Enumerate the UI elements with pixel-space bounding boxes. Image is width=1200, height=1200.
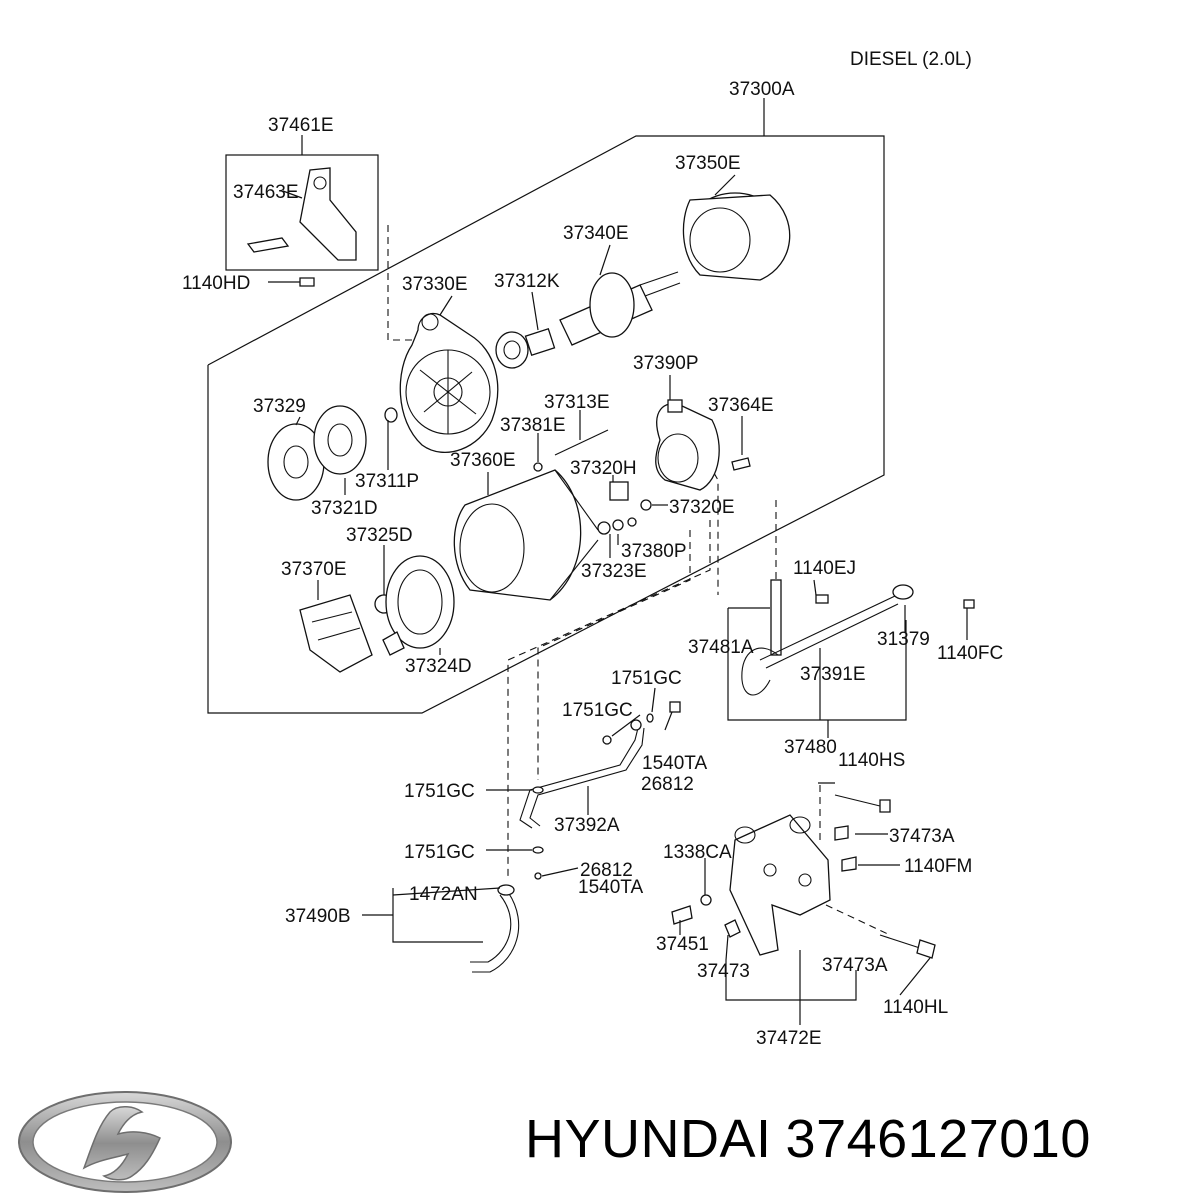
part-number: 3746127010: [785, 1109, 1091, 1169]
label-37451: 37451: [656, 934, 709, 955]
label-37300A: 37300A: [729, 79, 795, 100]
label-1140EJ: 1140EJ: [793, 558, 856, 579]
label-37390P: 37390P: [633, 353, 699, 374]
label-37330E: 37330E: [402, 274, 468, 295]
label-37325D: 37325D: [346, 525, 413, 546]
part-labels: 37300A 37461E 37463E 1140HD 37350E 37340…: [182, 79, 1003, 1049]
label-37329: 37329: [253, 396, 306, 417]
dashed-guides: [387, 225, 891, 936]
label-37360E: 37360E: [450, 450, 516, 471]
label-1338CA: 1338CA: [663, 842, 732, 863]
label-26812-a: 26812: [641, 774, 694, 795]
brush-assembly: [299, 555, 455, 673]
front-housing-pulley: [682, 192, 791, 281]
regulator-bracket: [655, 375, 751, 491]
label-37380P: 37380P: [621, 541, 687, 562]
label-37323E: 37323E: [581, 561, 647, 582]
rotor: [559, 271, 681, 346]
label-37321D: 37321D: [311, 498, 378, 519]
label-37473A-a: 37473A: [889, 826, 955, 847]
engine-type-label: DIESEL (2.0L): [850, 49, 972, 70]
label-37324D: 37324D: [405, 656, 472, 677]
rear-housing: [399, 312, 499, 454]
label-37370E: 37370E: [281, 559, 347, 580]
label-37473: 37473: [697, 961, 750, 982]
brand-name: HYUNDAI: [525, 1109, 772, 1169]
label-37320H: 37320H: [570, 458, 637, 479]
label-37350E: 37350E: [675, 153, 741, 174]
pulley-parts: [267, 405, 398, 501]
label-1540TA-b: 1540TA: [578, 877, 643, 898]
label-1751GC-b: 1751GC: [562, 700, 633, 721]
label-1540TA-a: 1540TA: [642, 753, 707, 774]
bracket-group-box: [225, 135, 379, 287]
label-37480: 37480: [784, 737, 837, 758]
label-1751GC-a: 1751GC: [611, 668, 682, 689]
label-37381E: 37381E: [500, 415, 566, 436]
assembly-boundary: [207, 98, 885, 714]
hyundai-logo-icon: [18, 1091, 232, 1193]
label-37320E: 37320E: [669, 497, 735, 518]
stator-housing: [453, 469, 599, 601]
label-1751GC-c: 1751GC: [404, 781, 475, 802]
label-1140HL: 1140HL: [883, 997, 948, 1018]
label-37473A-b: 37473A: [822, 955, 888, 976]
label-37472E: 37472E: [756, 1028, 822, 1049]
small-hardware: [533, 429, 652, 535]
label-37463E: 37463E: [233, 182, 299, 203]
label-37364E: 37364E: [708, 395, 774, 416]
label-37313E: 37313E: [544, 392, 610, 413]
label-37481A: 37481A: [688, 637, 754, 658]
label-1140FC: 1140FC: [937, 643, 1003, 664]
label-1140HD: 1140HD: [182, 273, 250, 294]
leader-lines: [295, 174, 968, 996]
label-37340E: 37340E: [563, 223, 629, 244]
label-1140FM: 1140FM: [904, 856, 972, 877]
vacuum-pipes: [727, 579, 975, 738]
label-26812-b: 26812: [580, 860, 633, 881]
label-1472AN: 1472AN: [409, 884, 478, 905]
label-37312K: 37312K: [494, 271, 560, 292]
label-1140HS: 1140HS: [838, 750, 905, 771]
mounting-bracket: [671, 782, 936, 1025]
label-37490B: 37490B: [285, 906, 351, 927]
label-31379: 31379: [877, 629, 930, 650]
label-37461E: 37461E: [268, 115, 334, 136]
label-1751GC-d: 1751GC: [404, 842, 475, 863]
bearings: [495, 327, 556, 369]
label-37392A: 37392A: [554, 815, 620, 836]
label-37311P: 37311P: [355, 471, 419, 492]
return-hose: [362, 884, 520, 973]
label-37391E: 37391E: [800, 664, 866, 685]
oil-pipe: [519, 701, 681, 880]
